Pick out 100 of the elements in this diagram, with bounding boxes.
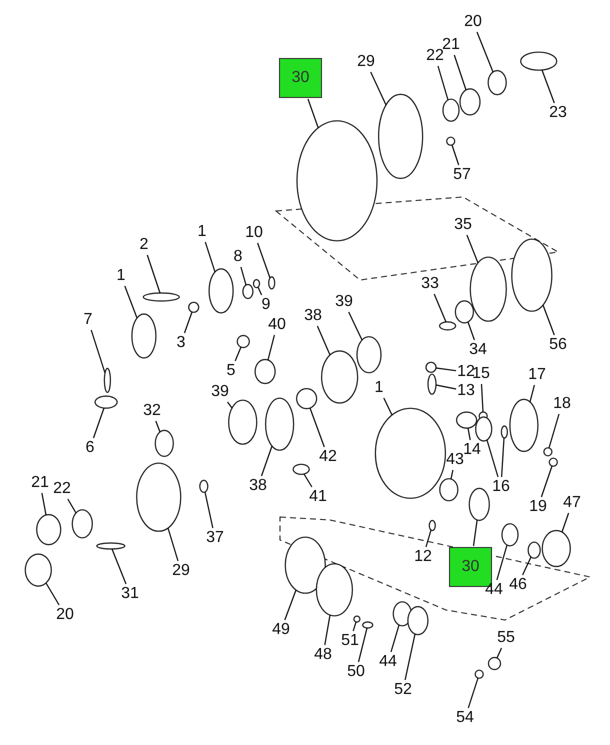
callout-number: 20 [464, 13, 482, 31]
part-drawing [374, 408, 446, 499]
leader-line [383, 398, 393, 416]
leader-line [316, 326, 331, 356]
callout-number: 41 [309, 488, 327, 506]
part-drawing [439, 478, 458, 502]
part-drawing [439, 321, 456, 330]
callout-number: 50 [347, 663, 365, 681]
leader-line [436, 384, 456, 390]
part-drawing [321, 350, 358, 404]
callout-number: 34 [469, 341, 487, 359]
callout-number: 12 [414, 548, 432, 566]
leader-line [468, 678, 479, 708]
leader-line [436, 367, 456, 372]
part-drawing [24, 554, 52, 587]
leader-line [260, 446, 273, 476]
leader-line [451, 144, 460, 166]
leader-line [486, 440, 499, 478]
part-drawing [154, 430, 174, 457]
leader-line [425, 530, 432, 548]
part-drawing [468, 488, 490, 521]
leader-line [542, 304, 555, 336]
callout-number: 21 [31, 474, 49, 492]
leader-line [529, 384, 535, 402]
leader-line [472, 520, 478, 546]
leader-line [454, 54, 467, 90]
leader-line [370, 72, 387, 106]
leader-line [284, 590, 297, 620]
part-drawing [292, 464, 310, 475]
leader-line [309, 408, 325, 448]
callout-number: 43 [446, 451, 464, 469]
part-drawing [296, 120, 378, 242]
leader-line [67, 498, 77, 514]
part-drawing [378, 94, 424, 179]
callout-number: 46 [509, 576, 527, 594]
part-drawing [427, 374, 437, 395]
leader-line [390, 624, 400, 652]
part-drawing [72, 509, 93, 538]
part-drawing [475, 416, 492, 442]
callout-number: 29 [357, 53, 375, 71]
leader-line [111, 548, 127, 584]
callout-number: 52 [394, 681, 412, 699]
part-drawing [454, 300, 474, 324]
callout-number: 29 [172, 562, 190, 580]
leader-line [561, 512, 570, 532]
part-drawing [265, 398, 294, 451]
leader-line [404, 634, 416, 680]
leader-line [90, 330, 106, 374]
callout-number: 21 [442, 36, 460, 54]
callout-number: 39 [335, 293, 353, 311]
leader-line [41, 492, 47, 516]
leader-line [480, 384, 484, 412]
part-drawing [199, 480, 208, 493]
callout-number: 51 [341, 632, 359, 650]
callout-number: 32 [143, 402, 161, 420]
leader-line [352, 622, 357, 632]
callout-number: 13 [457, 382, 475, 400]
part-drawing [362, 621, 374, 629]
callout-number: 55 [497, 629, 515, 647]
part-drawing [520, 52, 558, 71]
part-drawing [296, 388, 318, 410]
callout-number: 56 [549, 336, 567, 354]
callout-number: 38 [249, 477, 267, 495]
part-drawing [446, 136, 456, 146]
leader-line [437, 66, 449, 100]
part-drawing [543, 447, 552, 456]
leader-line [204, 242, 216, 272]
part-drawing [428, 520, 436, 532]
leader-line [466, 234, 479, 264]
callout-number: 35 [454, 216, 472, 234]
callout-number: 16 [492, 478, 510, 496]
part-drawing [254, 358, 276, 384]
leader-line [155, 420, 161, 432]
part-drawing [474, 670, 484, 679]
callout-number: 8 [234, 248, 242, 266]
leader-line [167, 528, 179, 562]
callout-number: 19 [529, 498, 547, 516]
leader-line [476, 32, 494, 72]
callout-number: 1 [116, 267, 126, 285]
callout-number: 31 [121, 585, 139, 603]
leader-line [146, 254, 161, 294]
part-drawing [316, 563, 353, 616]
part-drawing [252, 279, 260, 288]
callout-number: 23 [549, 104, 567, 122]
leader-line [541, 70, 555, 104]
callout-number: 37 [206, 529, 224, 547]
callout-number: 48 [314, 646, 332, 664]
leader-line [522, 556, 532, 576]
callout-number: 5 [226, 362, 236, 380]
callout-number: 44 [379, 653, 397, 671]
part-drawing [142, 292, 180, 302]
leader-line [348, 312, 363, 340]
callout-number: 57 [453, 166, 471, 184]
leader-line [204, 492, 214, 528]
callout-number: 33 [421, 275, 439, 293]
leader-line [257, 286, 262, 296]
callout-number: 54 [456, 709, 474, 727]
callout-number: 14 [463, 441, 481, 459]
part-drawing [131, 313, 156, 359]
part-drawing [488, 70, 507, 96]
